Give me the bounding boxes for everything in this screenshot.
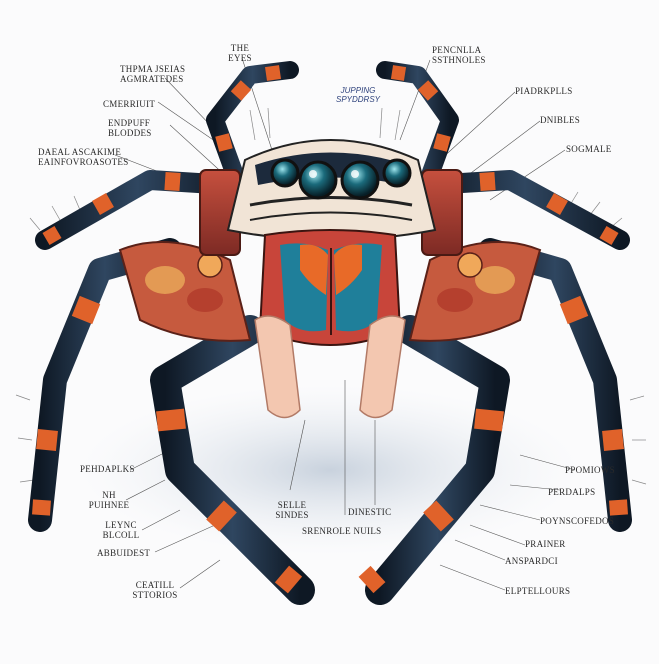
label-top-right-3: DNIBLES [540, 115, 580, 125]
label-top-left-4: DAEAL ASCAKIME EAINFOVROASOTES [38, 147, 129, 167]
label-top-left-2: CMERRIUIT [103, 99, 155, 109]
label-bottom-right-5: ANSPARDCI [505, 556, 558, 566]
leader-br6 [440, 565, 505, 590]
label-bottom-right-4: PRAINER [525, 539, 566, 549]
eye-principal-left [300, 162, 336, 198]
eye-lateral-right [384, 160, 410, 186]
label-bottom-right-6: ELPTELLOURS [505, 586, 570, 596]
label-top-right-1: PENCNLLA SSTHNOLES [432, 45, 486, 65]
leader-br5 [455, 540, 505, 560]
internal-organs-right [410, 242, 540, 341]
label-eyes: THE EYES [220, 43, 260, 63]
label-bottom-center-2: DINESTIC [348, 507, 391, 517]
label-bottom-center-3: SRENROLE NUILS [302, 526, 381, 536]
label-bottom-right-2: PERDALPS [548, 487, 595, 497]
label-bottom-left-5: CEATILL STTORIOS [122, 580, 188, 600]
internal-organs-left [120, 242, 250, 341]
label-bottom-left-2: NH PUIHNEE [84, 490, 134, 510]
label-bottom-left-3: LEYNC BLCOLL [96, 520, 146, 540]
label-bottom-left-4: ABBUIDEST [97, 548, 150, 558]
label-top-left-3: ENDPUFF BLODDES [108, 118, 152, 138]
label-top-left-1: THPMA JSEIAS AGMRATEDES [120, 64, 185, 84]
label-bottom-right-1: PPOMIOWS [565, 465, 615, 475]
label-bottom-right-3: POYNSCOFEDOS [540, 516, 614, 526]
eye-lateral-left [272, 160, 298, 186]
diagram-title: JUPPING SPYDDRSY [318, 86, 398, 104]
label-top-right-4: SOGMALE [566, 144, 612, 154]
label-bottom-left-1: PEHDAPLKS [80, 464, 135, 474]
label-top-right-2: PIADRKPLLS [515, 86, 573, 96]
eye-principal-right [342, 162, 378, 198]
label-bottom-center-1: SELLE SINDES [272, 500, 312, 520]
